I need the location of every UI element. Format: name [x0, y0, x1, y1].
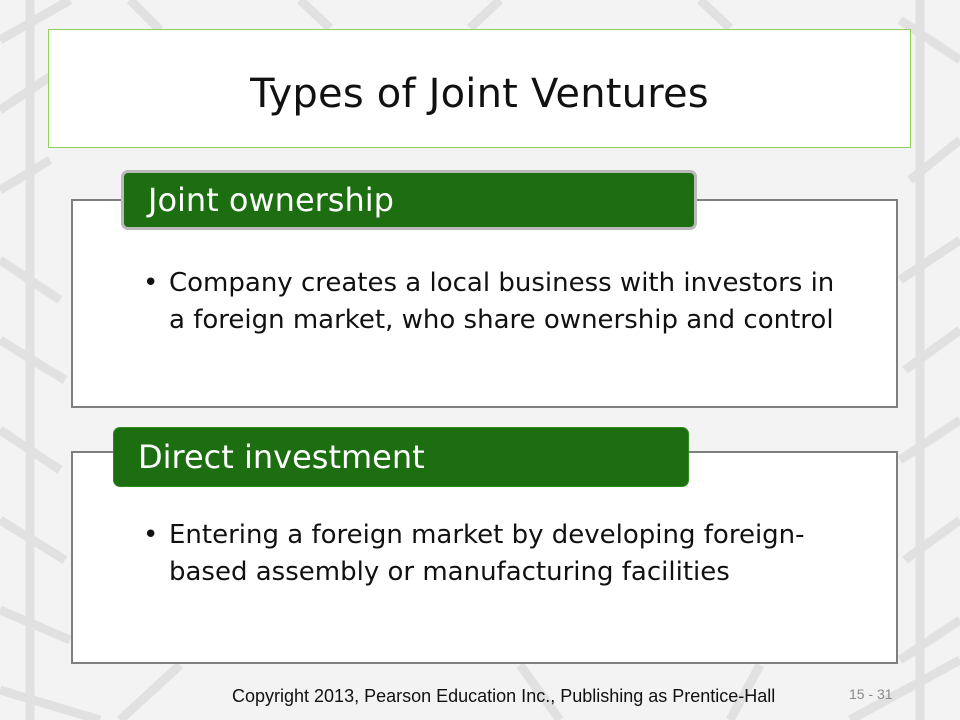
- bullet-icon: •: [143, 520, 159, 550]
- slide-number: 15 - 31: [849, 686, 893, 702]
- slide-title: Types of Joint Ventures: [250, 70, 709, 117]
- card-joint-ownership: • Company creates a local business with i…: [71, 199, 898, 408]
- copyright-notice: Copyright 2013, Pearson Education Inc., …: [232, 686, 776, 706]
- bullet-text: Company creates a local business with in…: [169, 268, 835, 335]
- card-bullet-text: • Entering a foreign market by developing…: [143, 517, 836, 591]
- tab-label: Joint ownership: [148, 181, 394, 219]
- tab-label: Direct investment: [138, 438, 425, 476]
- bullet-text: Entering a foreign market by developing …: [169, 520, 805, 587]
- tab-direct-investment: Direct investment: [113, 427, 689, 487]
- card-bullet-text: • Company creates a local business with i…: [143, 265, 836, 339]
- title-box: Types of Joint Ventures: [48, 29, 911, 148]
- bullet-icon: •: [143, 268, 159, 298]
- tab-joint-ownership: Joint ownership: [121, 170, 697, 230]
